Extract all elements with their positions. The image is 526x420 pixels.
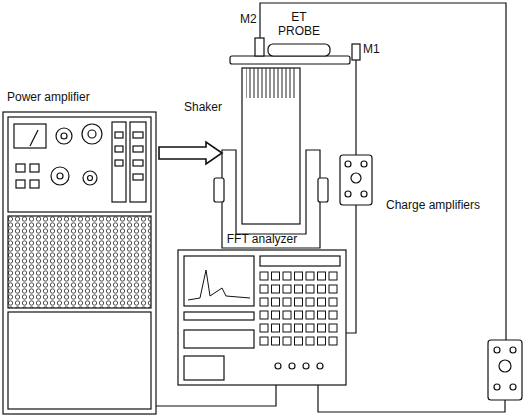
power-amplifier-rack (3, 112, 156, 414)
charge-amplifier-right (488, 340, 522, 400)
node-label: M1 (363, 42, 380, 56)
cable (318, 385, 505, 412)
node-label: Charge amplifiers (386, 198, 480, 212)
block-arrow (159, 142, 222, 164)
fft-analyzer: FFT analyzer (178, 232, 346, 385)
node-label: M2 (240, 12, 264, 26)
charge-amplifier: Charge amplifiers (488, 340, 522, 400)
et-probe: ET PROBE (274, 10, 324, 44)
node-label: FFT analyzer (178, 232, 346, 246)
accelerometer: M2 (240, 12, 264, 38)
power-amplifier: Power amplifier (3, 88, 156, 414)
accelerometer: M1 (350, 38, 384, 60)
shaker-drawing (214, 56, 350, 248)
shaker: Shaker (236, 68, 306, 248)
fft-analyzer-drawing (178, 250, 346, 385)
node-label: ET PROBE (274, 10, 324, 38)
node-label: Power amplifier (7, 90, 160, 104)
cable (260, 3, 506, 340)
cable (156, 385, 276, 406)
node-label: Shaker (184, 100, 222, 114)
fft-button-grid (260, 272, 337, 345)
